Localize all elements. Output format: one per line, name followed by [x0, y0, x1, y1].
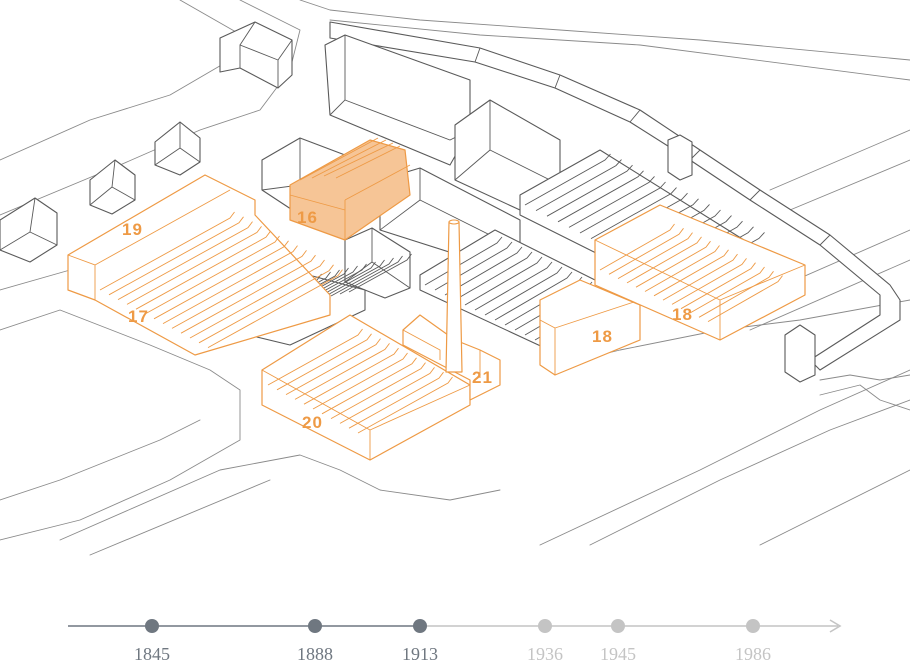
timeline-year-1986[interactable]: 1986	[735, 644, 771, 661]
building-20-label: 20	[302, 413, 323, 432]
timeline-arrow-icon	[829, 619, 842, 633]
timeline-year-1945[interactable]: 1945	[600, 644, 636, 661]
building-20[interactable]: 20	[261, 314, 471, 461]
timeline-year-1888[interactable]: 1888	[297, 644, 333, 661]
timeline-dot-1945[interactable]	[611, 619, 625, 633]
timeline: 1845 1888 1913 1936 1945 1986	[68, 619, 842, 661]
timeline-year-1936[interactable]: 1936	[527, 644, 563, 661]
building-18-middle-label: 18	[592, 327, 613, 346]
timeline-year-1845[interactable]: 1845	[134, 644, 170, 661]
building-21-label: 21	[472, 368, 493, 387]
wall-tower	[784, 324, 816, 383]
timeline-dot-1913[interactable]	[413, 619, 427, 633]
building-17-label: 17	[128, 307, 149, 326]
building-18-right-label: 18	[672, 305, 693, 324]
timeline-dot-1986[interactable]	[746, 619, 760, 633]
chimney	[445, 219, 463, 373]
timeline-dot-1845[interactable]	[145, 619, 159, 633]
building-16[interactable]: 16	[289, 137, 411, 241]
building-18-right[interactable]: 18	[594, 204, 806, 341]
building-17-19[interactable]: 19 17	[67, 174, 343, 356]
timeline-dot-1888[interactable]	[308, 619, 322, 633]
street-lines	[0, 0, 910, 556]
wall-tower-small	[667, 134, 693, 181]
timeline-year-1913[interactable]: 1913	[402, 644, 438, 661]
building-19-label: 19	[122, 220, 143, 239]
boundary-wall	[329, 21, 901, 383]
building-16-label: 16	[297, 208, 318, 227]
building-18-middle[interactable]: 18	[539, 279, 641, 376]
timeline-dot-1936[interactable]	[538, 619, 552, 633]
houses	[0, 21, 293, 263]
